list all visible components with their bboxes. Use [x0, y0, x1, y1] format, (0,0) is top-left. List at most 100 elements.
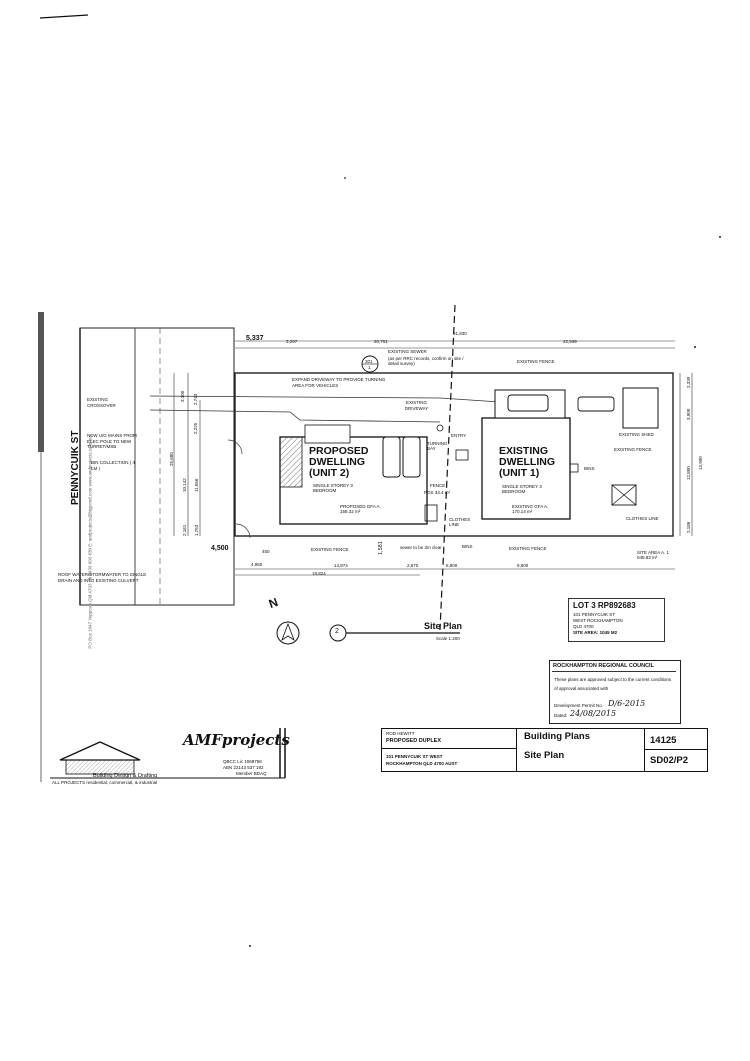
street-name: PENNYCUIK ST [70, 430, 81, 505]
dim-text: 1,753 [194, 524, 199, 536]
unit2-storey: SINGLE STOREY 3 BEDROOM [313, 483, 353, 493]
driveway-line-2 [149, 409, 441, 423]
permit-value: D/6-2015 [608, 699, 646, 708]
drawing-scale: Scale 1:200 [436, 636, 460, 641]
dim-text: 1,581 [378, 541, 384, 555]
dim-text: 3,900 [686, 408, 691, 420]
clothes-line-right-label: CLOTHES LINE [626, 516, 659, 521]
bins-icon [569, 463, 579, 473]
roof-water-note: ROOF WATER/STORMWATER TO SINGLE DRAIN AN… [58, 572, 147, 583]
stray-mark [39, 14, 89, 19]
car-icon [382, 436, 401, 478]
sewer-note: (as per RRC records, confirm on site / d… [388, 356, 464, 366]
dim-text: 13,900 [698, 456, 703, 470]
lot-address-line: 101 PENNYCUIK ST [573, 612, 616, 617]
dim-text: 2,225 [193, 422, 198, 434]
company-qbcc: QBCC Lic 1068758 [223, 759, 262, 764]
dim-text: 10,142 [182, 478, 187, 492]
dim-text: 11,056 [194, 478, 199, 492]
shed-outline [622, 387, 659, 429]
unit1-outline [481, 417, 571, 520]
dim-text: 20,701 [374, 339, 388, 344]
dim-text: 2,186 [686, 521, 691, 533]
bins-bottom-label: BINS [462, 544, 473, 549]
dim-text: 2,743 [193, 393, 198, 405]
callout-label: 301 [365, 359, 373, 364]
driveway-note: EXPAND DRIVEWAY TO PROVIDE TURNING AREA … [292, 377, 386, 388]
dim-text: 2,161 [182, 524, 187, 536]
dim-text: 4,500 [211, 545, 229, 552]
car-icon [402, 436, 421, 478]
sewer-line [439, 304, 456, 631]
sheet-number: SD02/P2 [650, 755, 689, 766]
project-name: PROPOSED DUPLEX [386, 738, 442, 744]
dim-text: 14,874 [334, 563, 348, 568]
lot-site-area: SITE AREA: 1045 M2 [573, 630, 618, 635]
lot-number: LOT 3 RP892683 [573, 601, 636, 610]
dim-text: 6,900 [446, 563, 458, 568]
dim-text: 3,100 [180, 390, 185, 402]
fence-right-label: EXISTING FENCE [614, 447, 652, 452]
title-block: ROD HEWITT PROPOSED DUPLEX 101 PENNYCUIK… [381, 728, 708, 772]
dim-text: 19,824 [312, 571, 326, 576]
drawing-name: Site Plan [524, 750, 565, 761]
drawing-title: Site Plan [424, 621, 463, 631]
lot-address-line: QLD 4700 [573, 624, 594, 629]
gate-arc [227, 439, 243, 455]
clothes-line-icon [611, 484, 637, 506]
dim-text: 4,950 [251, 562, 263, 567]
mains-label: NEW U/G MAINS FROM ELEC POLE TO NEW TURR… [87, 433, 137, 449]
car-icon [577, 396, 615, 412]
company-scope: ALL PROJECTS residential, commercial, & … [52, 780, 158, 785]
fence-left-label: EXISTING FENCE [311, 547, 349, 552]
fence-bottom-label: EXISTING FENCE [509, 546, 547, 551]
pos-label: POS 33.4 m² [424, 490, 451, 495]
gate-arc [235, 523, 251, 539]
dim-text: 9,600 [517, 563, 529, 568]
unit2-gfa: PROPOSED GFA A. 168.32 m² [340, 504, 381, 514]
company-logo: AMFprojects [183, 731, 290, 749]
side-contact-note: PO Box 1047 Yeppoon Qld 4703 Ph 0439 603… [87, 436, 93, 649]
driveway-label: EXISTING DRIVEWAY [404, 400, 429, 411]
entry-label: ENTRY [451, 433, 467, 438]
drawing-number: 2 [335, 628, 339, 635]
dated-value: 24/08/2015 [570, 709, 617, 718]
car-icon [507, 394, 549, 412]
project-address: 101 PENNYCUIK ST WEST [386, 754, 443, 759]
sewer-clearance-label: sewer to be 3m clear [400, 545, 442, 550]
unit2-hatch [279, 436, 303, 488]
council-body: These plans are approved subject to the … [554, 677, 672, 691]
dim-text: 25,680 [169, 452, 174, 466]
client-name: ROD HEWITT [386, 731, 415, 736]
dim-text: 3,257 [286, 339, 298, 344]
fence-mid-label: FENCE [430, 483, 446, 488]
clothes-line-icon [424, 504, 438, 522]
drawing-set: Building Plans [524, 731, 590, 742]
clothes-line-mid-label: CLOTHES LINE [449, 517, 471, 527]
site-area-small: SITE AREA A. 1 045.93 m² [637, 550, 670, 560]
dim-text: 2,670 [407, 563, 419, 568]
unit2-title: PROPOSED DWELLING (UNIT 2) [309, 445, 369, 479]
dim-text: 2,330 [686, 376, 691, 388]
lot-details-box: LOT 3 RP892683 101 PENNYCUIK ST WEST ROC… [568, 598, 665, 642]
company-tagline: Building Design & Drafting [93, 773, 158, 779]
unit1-storey: SINGLE STOREY 3 BEDROOM [502, 484, 542, 494]
lot-address-line: WEST ROCKHAMPTON [573, 618, 623, 623]
bins-icon [455, 449, 469, 461]
dim-text: 450 [262, 549, 270, 554]
unit1-gfa: EXISTING GFA A. 170.14 m² [512, 504, 549, 514]
bins-right-label: BINS [584, 466, 595, 471]
council-heading: ROCKHAMPTON REGIONAL COUNCIL [553, 663, 654, 669]
callout-label: 1 [368, 365, 371, 370]
dim-text: 51,830 [453, 331, 467, 336]
job-number: 14125 [650, 735, 677, 746]
lot-boundary [234, 372, 674, 537]
house-logo-icon [59, 741, 141, 761]
shed-label: EXISTING SHED [619, 432, 654, 437]
pit-icon [436, 424, 444, 432]
permit-label: Development Permit No. [554, 703, 604, 708]
dim-text: 22,539 [563, 339, 577, 344]
dated-label: Dated: [554, 713, 568, 718]
project-address: ROCKHAMPTON QLD 4700 AUST [386, 761, 458, 766]
